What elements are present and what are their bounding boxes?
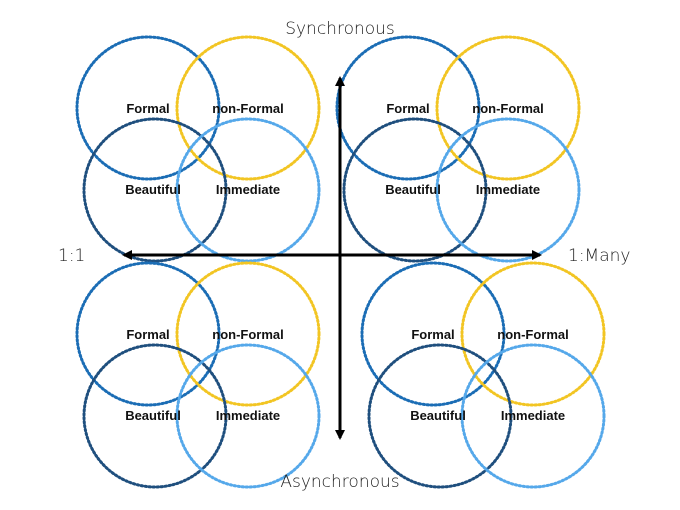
label-immediate: Immediate <box>216 182 280 197</box>
label-formal: Formal <box>126 327 169 342</box>
circle-formal <box>360 261 506 407</box>
circle-beautiful <box>367 343 513 489</box>
label-formal: Formal <box>126 101 169 116</box>
label-immediate: Immediate <box>476 182 540 197</box>
circle-formal <box>75 261 221 407</box>
circle-non-formal <box>175 261 321 407</box>
label-beautiful: Beautiful <box>385 182 441 197</box>
label-non-formal: non-Formal <box>497 327 569 342</box>
label-non-formal: non-Formal <box>212 327 284 342</box>
label-formal: Formal <box>386 101 429 116</box>
axis-label-right: 1:Many <box>568 246 630 266</box>
circle-beautiful <box>82 343 228 489</box>
circle-non-formal <box>460 261 606 407</box>
circle-formal <box>75 35 221 181</box>
label-immediate: Immediate <box>501 408 565 423</box>
circle-formal <box>335 35 481 181</box>
label-beautiful: Beautiful <box>410 408 466 423</box>
axis-label-top: Synchronous <box>285 19 395 39</box>
circle-beautiful <box>342 117 488 263</box>
circle-beautiful <box>82 117 228 263</box>
circle-non-formal <box>175 35 321 181</box>
axis-label-bottom: Asynchronous <box>280 472 399 492</box>
label-beautiful: Beautiful <box>125 182 181 197</box>
circle-immediate <box>460 343 606 489</box>
circle-immediate <box>435 117 581 263</box>
label-immediate: Immediate <box>216 408 280 423</box>
label-formal: Formal <box>411 327 454 342</box>
circle-immediate <box>175 117 321 263</box>
label-non-formal: non-Formal <box>472 101 544 116</box>
circle-immediate <box>175 343 321 489</box>
label-beautiful: Beautiful <box>125 408 181 423</box>
circle-non-formal <box>435 35 581 181</box>
axis-label-left: 1:1 <box>58 246 85 266</box>
label-non-formal: non-Formal <box>212 101 284 116</box>
